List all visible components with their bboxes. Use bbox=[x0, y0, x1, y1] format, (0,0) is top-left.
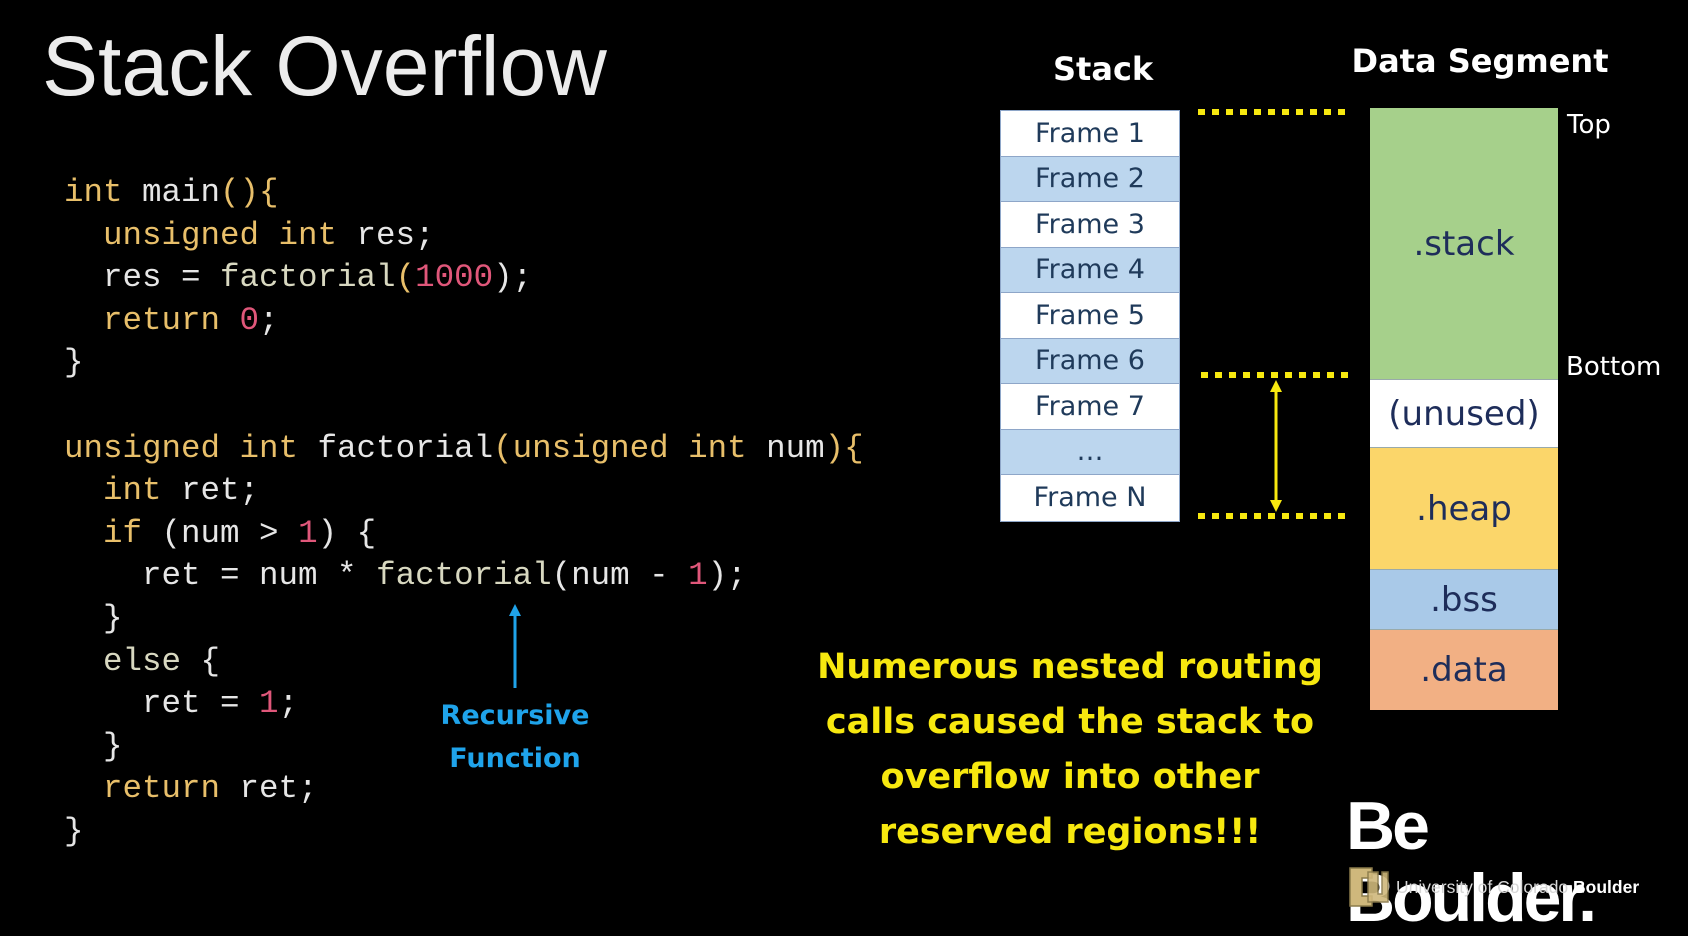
code-token: res = bbox=[64, 259, 221, 297]
stack-heading: Stack bbox=[1000, 50, 1200, 88]
stack-frame: Frame 4 bbox=[1001, 247, 1179, 293]
code-token: num bbox=[746, 429, 825, 467]
dotted-connector-middle bbox=[1201, 372, 1353, 378]
code-block: int main(){ unsigned int res; res = fact… bbox=[64, 172, 864, 854]
code-token: return bbox=[64, 770, 221, 808]
code-token: } bbox=[64, 727, 123, 765]
code-line: res = factorial(1000); bbox=[64, 257, 864, 300]
stack-frame: Frame N bbox=[1001, 475, 1179, 521]
arrow-up-icon bbox=[509, 604, 521, 688]
logo-wordmark: Be Boulder. bbox=[1346, 788, 1597, 936]
logo-subline: University of Colorado Boulder bbox=[1346, 864, 1639, 910]
code-token: 1 bbox=[298, 514, 318, 552]
segment-bss: .bss bbox=[1370, 570, 1558, 630]
university-logo: Be Boulder. University of Colorado Bould… bbox=[1346, 790, 1676, 934]
code-token: if bbox=[64, 514, 162, 552]
code-token: ret = bbox=[64, 685, 260, 723]
code-line: unsigned int res; bbox=[64, 215, 864, 258]
recursive-function-label: Recursive Function bbox=[420, 694, 610, 780]
code-token: (num > bbox=[161, 514, 299, 552]
stack-frame: Frame 3 bbox=[1001, 202, 1179, 248]
logo-subtext: University of Colorado Boulder bbox=[1396, 877, 1639, 898]
code-token: else bbox=[64, 642, 201, 680]
code-line: unsigned int factorial(unsigned int num)… bbox=[64, 428, 864, 471]
segment-unused: (unused) bbox=[1370, 380, 1558, 448]
stack-frame: Frame 1 bbox=[1001, 111, 1179, 157]
code-token: ); bbox=[707, 557, 747, 595]
dotted-connector-bottom bbox=[1198, 513, 1350, 519]
code-token: res; bbox=[337, 216, 435, 254]
code-line: } bbox=[64, 342, 864, 385]
data-segment-column: .stack (unused) .heap .bss .data bbox=[1370, 108, 1558, 710]
code-token: ret; bbox=[220, 770, 318, 808]
code-line: } bbox=[64, 726, 864, 769]
double-arrow-icon bbox=[1270, 380, 1282, 512]
code-token: (){ bbox=[220, 174, 279, 211]
stack-frame: Frame 7 bbox=[1001, 384, 1179, 430]
code-line: return 0; bbox=[64, 300, 864, 343]
code-line: int ret; bbox=[64, 470, 864, 513]
code-line: } bbox=[64, 598, 864, 641]
annotation-line-1: Recursive bbox=[440, 700, 590, 731]
code-token: int bbox=[64, 472, 162, 510]
code-line: ret = num * factorial(num - 1); bbox=[64, 555, 864, 598]
note-line: reserved regions!!! bbox=[878, 812, 1262, 852]
code-token: main bbox=[122, 174, 221, 211]
logo-sub-bold: Boulder bbox=[1573, 876, 1640, 897]
code-line bbox=[64, 385, 864, 428]
top-label: Top bbox=[1567, 110, 1611, 140]
code-token: 1 bbox=[259, 685, 279, 723]
note-line: Numerous nested routing bbox=[817, 647, 1323, 687]
note-line: calls caused the stack to bbox=[825, 702, 1315, 742]
stack-frame: Frame 2 bbox=[1001, 156, 1179, 202]
code-token: factorial bbox=[298, 429, 494, 467]
code-token: return bbox=[64, 301, 240, 339]
cu-emblem-icon bbox=[1349, 867, 1389, 907]
code-line: } bbox=[64, 811, 864, 854]
code-token: 0 bbox=[239, 301, 260, 339]
segment-data: .data bbox=[1370, 630, 1558, 710]
code-token: 1000 bbox=[415, 259, 494, 297]
logo-sub-prefix: University of Colorado bbox=[1396, 876, 1574, 897]
code-token: ( bbox=[395, 259, 416, 297]
dotted-connector-top bbox=[1198, 109, 1350, 115]
code-token: factorial bbox=[220, 259, 396, 297]
stack-frame: … bbox=[1001, 429, 1179, 475]
stack-heading-text: Stack bbox=[1053, 50, 1154, 88]
note-line: overflow into other bbox=[880, 757, 1260, 797]
code-line: int main(){ bbox=[64, 172, 864, 215]
code-token: ){ bbox=[824, 429, 864, 467]
code-line: ret = 1; bbox=[64, 683, 864, 726]
code-token: (unsigned int bbox=[493, 429, 747, 467]
annotation-line-2: Function bbox=[449, 743, 581, 774]
code-token: ret; bbox=[161, 472, 260, 510]
code-token: ; bbox=[278, 685, 299, 723]
overflow-note: Numerous nested routing calls caused the… bbox=[800, 640, 1340, 860]
code-token: unsigned int bbox=[64, 216, 338, 254]
stack-frames: Frame 1 Frame 2 Frame 3 Frame 4 Frame 5 … bbox=[1000, 110, 1180, 522]
code-token: ); bbox=[493, 259, 533, 297]
code-token: ret = num * bbox=[64, 557, 377, 595]
code-token: factorial bbox=[376, 557, 552, 595]
segment-stack: .stack bbox=[1370, 108, 1558, 380]
code-token: ; bbox=[259, 301, 279, 339]
stack-frame: Frame 6 bbox=[1001, 338, 1179, 384]
code-token: 1 bbox=[688, 557, 708, 595]
bottom-label: Bottom bbox=[1566, 352, 1662, 382]
slide-title: Stack Overflow bbox=[42, 19, 607, 113]
stack-frame: Frame 5 bbox=[1001, 293, 1179, 339]
code-token: } bbox=[64, 812, 84, 850]
code-token: (num - bbox=[551, 557, 689, 595]
data-segment-heading: Data Segment bbox=[1351, 42, 1609, 80]
code-token: ) { bbox=[317, 514, 377, 552]
code-token: } bbox=[64, 599, 123, 637]
segment-heap: .heap bbox=[1370, 448, 1558, 570]
code-token: } bbox=[64, 344, 84, 382]
code-line: return ret; bbox=[64, 768, 864, 811]
code-line: else { bbox=[64, 641, 864, 684]
code-token: int bbox=[64, 174, 123, 211]
code-token: unsigned int bbox=[64, 429, 299, 467]
code-token: { bbox=[200, 642, 221, 680]
code-line: if (num > 1) { bbox=[64, 513, 864, 556]
